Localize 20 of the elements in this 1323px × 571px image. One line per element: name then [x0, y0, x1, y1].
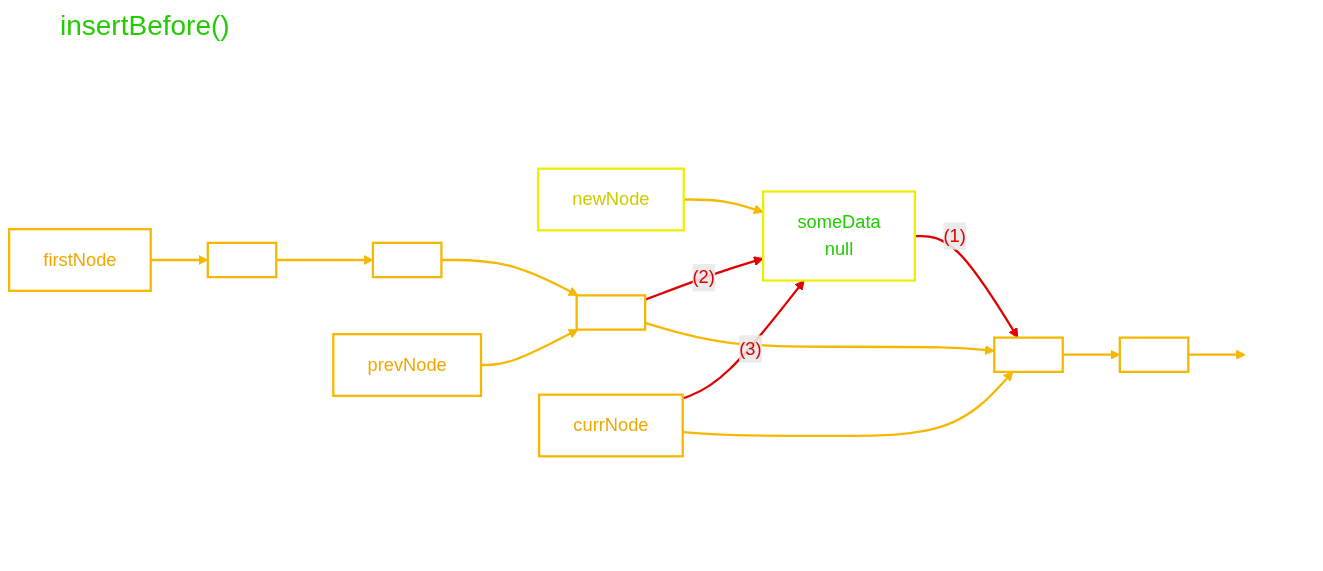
edge-label: (3)	[739, 338, 762, 359]
node-box	[206, 241, 278, 279]
arrow	[481, 329, 579, 367]
node-box	[993, 336, 1064, 373]
arrow	[682, 280, 805, 400]
node-box: firstNode	[8, 228, 152, 292]
arrow	[441, 258, 579, 296]
arrow	[1188, 349, 1246, 360]
node-box: currNode	[537, 393, 684, 458]
node-box	[1118, 336, 1190, 373]
node-box: prevNode	[332, 333, 483, 397]
node-box: newNode	[536, 167, 685, 232]
arrow	[683, 198, 764, 215]
node-box	[371, 241, 443, 279]
node-box	[575, 294, 647, 331]
edge-label: (2)	[692, 267, 715, 287]
arrow	[682, 371, 1014, 437]
edge-label: (1)	[943, 225, 966, 246]
diagram-title: insertBefore()	[60, 10, 230, 42]
node-box: someData null	[762, 190, 916, 282]
